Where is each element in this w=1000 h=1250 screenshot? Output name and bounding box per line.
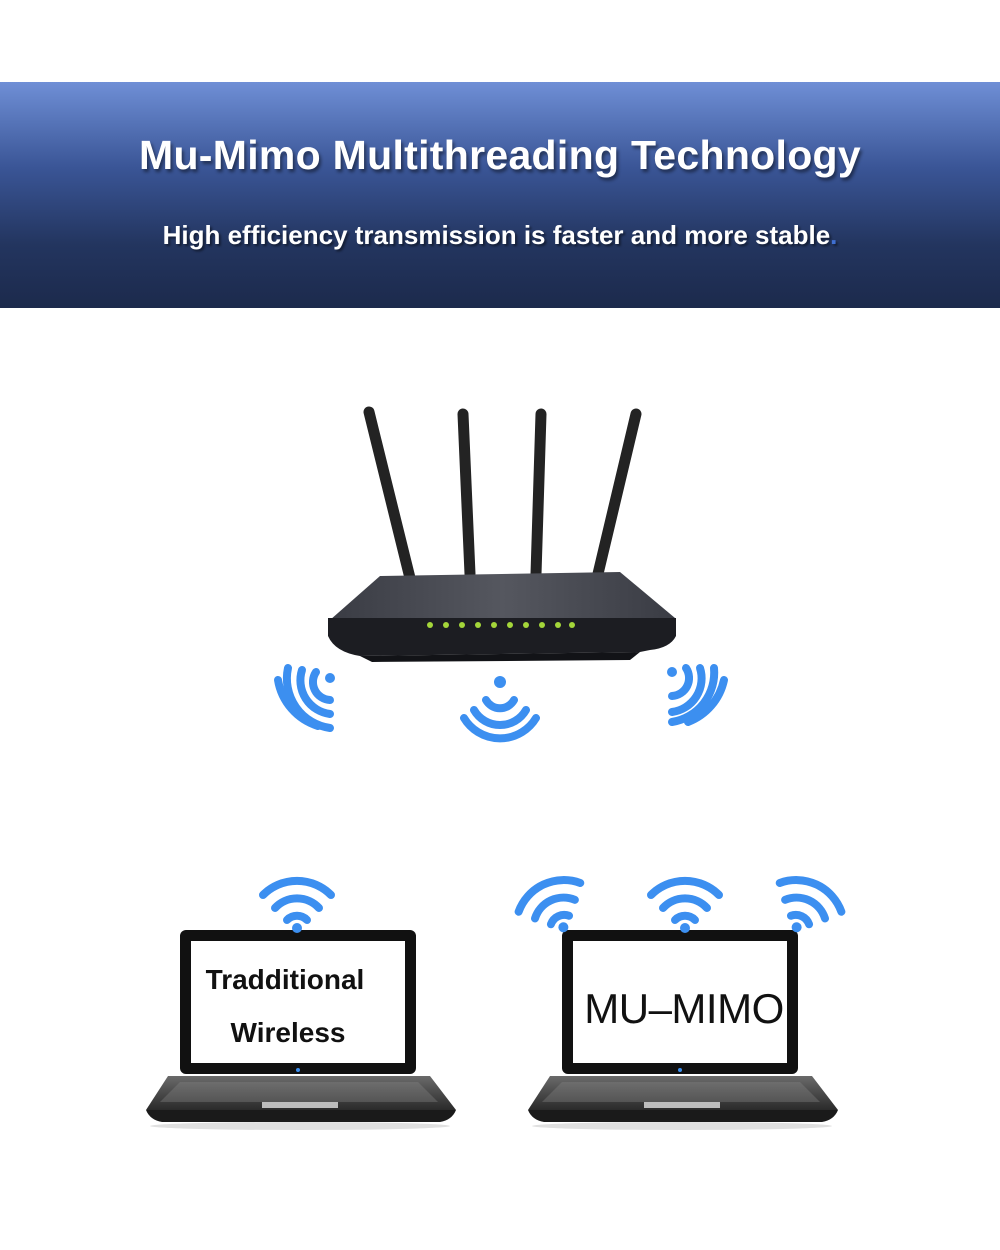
wifi-signal-icon <box>460 676 540 743</box>
banner-subtitle-text: High efficiency transmission is faster a… <box>162 220 831 250</box>
laptop-icon <box>146 930 456 1130</box>
header-banner: Mu-Mimo Multithreading Technology High e… <box>0 82 1000 308</box>
wifi-signal-icon <box>667 664 728 726</box>
mu-mimo-label: MU–MIMO <box>584 985 784 1032</box>
traditional-wireless-line2: Wireless <box>230 1017 346 1048</box>
banner-subtitle-dot: . <box>830 220 838 250</box>
banner-subtitle: High efficiency transmission is faster a… <box>0 220 1000 251</box>
router-led-row <box>427 622 575 628</box>
wifi-signal-icon <box>259 876 335 933</box>
router-icon <box>328 406 676 662</box>
traditional-wireless-line1: Tradditional <box>205 964 365 995</box>
banner-title: Mu-Mimo Multithreading Technology <box>138 132 861 178</box>
wifi-signal-icon <box>775 876 846 933</box>
wifi-signal-icon <box>647 876 723 933</box>
wifi-signal-icon <box>274 664 335 732</box>
wifi-signal-icon <box>514 876 585 933</box>
laptop-icon <box>528 930 838 1130</box>
